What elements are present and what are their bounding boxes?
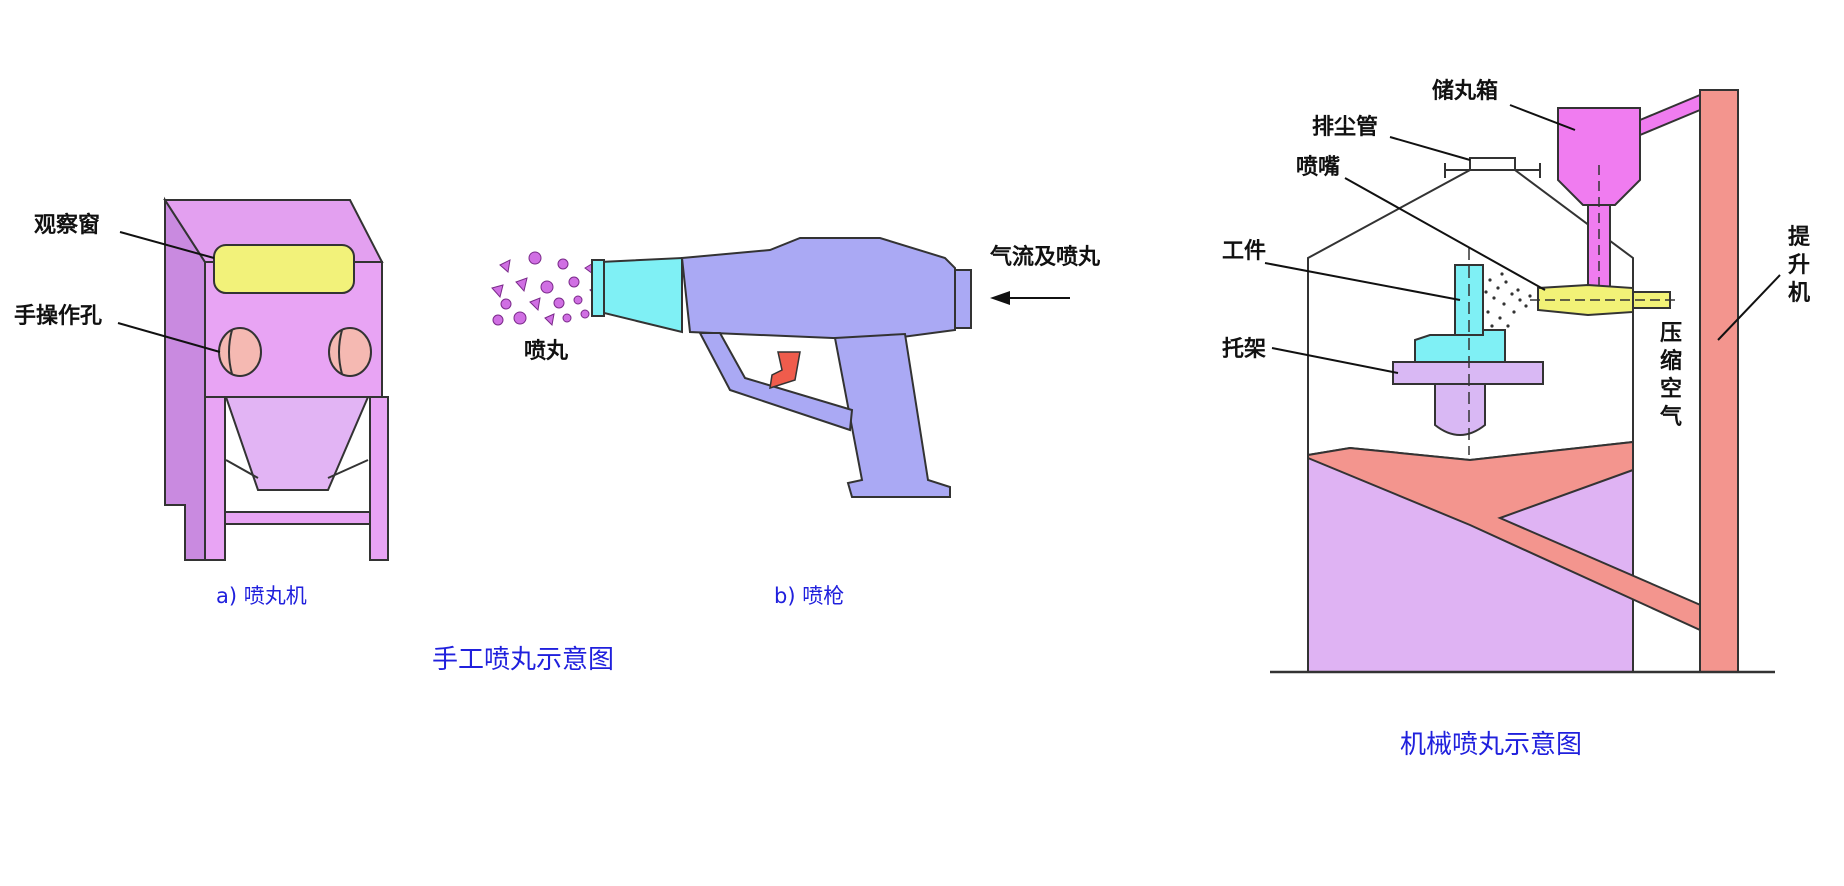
- label-hopper: 储丸箱: [1432, 78, 1498, 104]
- label-nozzle: 喷嘴: [1296, 155, 1340, 180]
- leader-window: [119, 231, 215, 259]
- mechanical-shot-peening: 储丸箱 排尘管 喷嘴 工件 托架 提 升 机 压 缩 空 气: [1222, 78, 1811, 674]
- label-observation-window: 观察窗: [34, 212, 100, 238]
- label-air-and-shot: 气流及喷丸: [989, 244, 1101, 270]
- title-manual-peening: 手工喷丸示意图: [432, 645, 614, 675]
- leader-nozzle: [1344, 177, 1546, 291]
- holder-shaft: [1434, 383, 1486, 436]
- gun-nozzle-tip: [591, 259, 605, 317]
- leader-workpiece: [1264, 262, 1461, 301]
- workpiece-base: [1414, 329, 1506, 363]
- label-elevator: 提 升 机: [1788, 224, 1811, 306]
- hand-hole-left: [218, 327, 262, 377]
- cabinet-leg-right: [369, 396, 389, 561]
- label-air-char-1: 压: [1660, 321, 1682, 346]
- label-air-char-2: 缩: [1660, 348, 1682, 374]
- gun-trigger-guard: [698, 332, 854, 432]
- nozzle: [1537, 283, 1634, 317]
- label-shot: 喷丸: [524, 339, 569, 364]
- leader-holder: [1271, 347, 1399, 374]
- hand-hole-right: [328, 327, 372, 377]
- title-mechanical-peening: 机械喷丸示意图: [1400, 730, 1582, 760]
- elevator: [1699, 89, 1739, 673]
- shot-particles: [491, 251, 599, 327]
- label-elevator-char-1: 提: [1788, 224, 1811, 250]
- leader-elevator: [1717, 274, 1781, 341]
- gun-nozzle: [599, 256, 683, 334]
- label-hand-hole: 手操作孔: [14, 304, 102, 329]
- gun-handle: [833, 332, 951, 498]
- gun-rear-cap: [954, 269, 972, 329]
- caption-gun: b) 喷枪: [774, 584, 844, 608]
- label-air-char-4: 气: [1659, 404, 1682, 430]
- leader-hopper: [1509, 104, 1576, 131]
- holder: [1392, 361, 1544, 385]
- chamber-outline: [1307, 157, 1634, 672]
- label-elevator-char-3: 机: [1788, 281, 1810, 306]
- elevator-feed-pipe: [1639, 93, 1701, 137]
- cabinet-funnel: [224, 396, 370, 491]
- leader-hand-hole: [117, 322, 221, 353]
- label-workpiece: 工件: [1222, 239, 1266, 264]
- leader-dust-pipe: [1389, 136, 1471, 161]
- shot-peening-cabinet: 观察窗 手操作孔 a) 喷丸机: [14, 196, 389, 608]
- label-air-char-3: 空: [1660, 376, 1682, 402]
- label-elevator-char-2: 升: [1788, 253, 1810, 278]
- gun-body: [680, 237, 956, 342]
- label-holder: 托架: [1222, 336, 1266, 362]
- label-dust-pipe: 排尘管: [1312, 114, 1378, 140]
- spray-gun: 喷丸 气流及喷丸 b) 喷枪: [491, 237, 1101, 608]
- shot-hopper: [1557, 107, 1641, 206]
- shot-spray: [1484, 272, 1532, 336]
- label-compressed-air: 压 缩 空 气: [1659, 321, 1682, 430]
- observation-window: [213, 244, 355, 294]
- cabinet-leg-left: [204, 396, 226, 561]
- gun-trigger: [769, 351, 801, 390]
- caption-machine: a) 喷丸机: [216, 584, 307, 608]
- cabinet-crossbar: [224, 511, 371, 525]
